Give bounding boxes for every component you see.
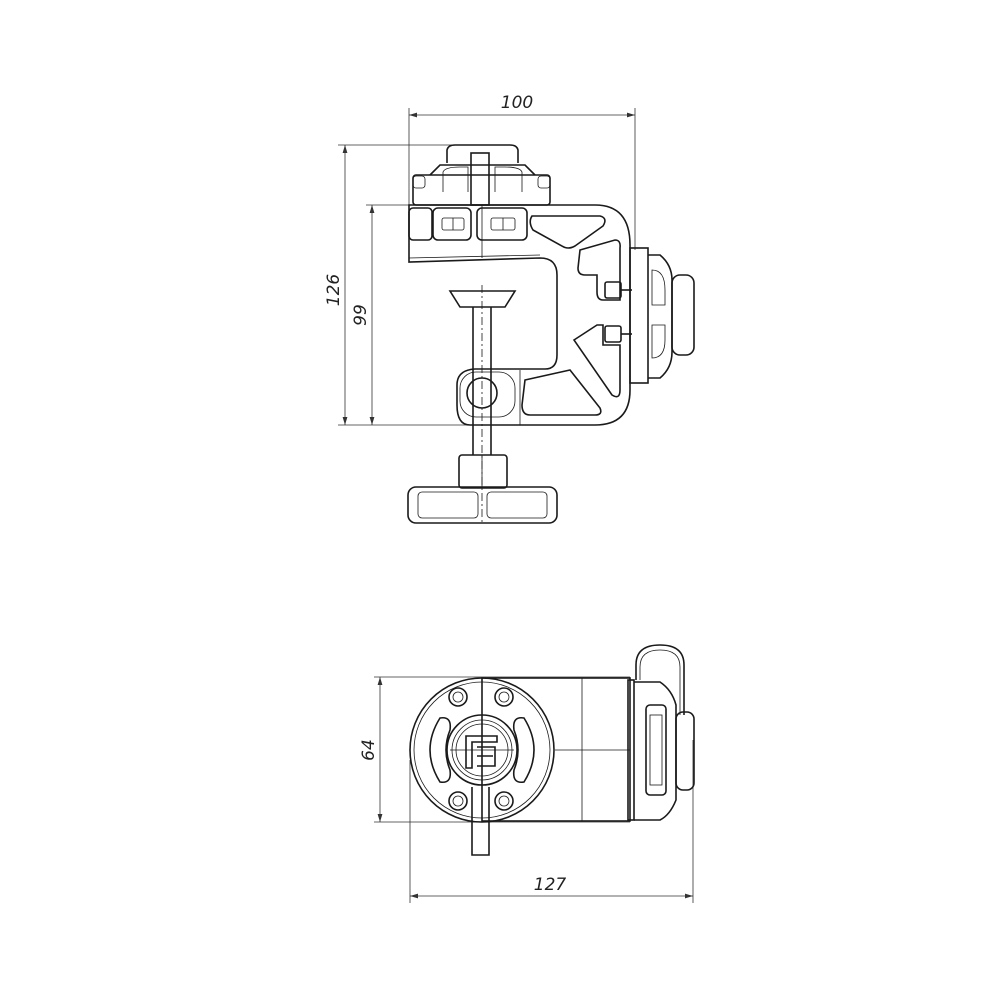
side-mount-top	[634, 644, 695, 821]
dimension-body-height: 99	[351, 204, 410, 425]
dimension-label-depth: 64	[359, 739, 379, 761]
dimension-label-width: 100	[501, 93, 533, 113]
clamp-screw	[448, 285, 517, 525]
clamp-body-top	[481, 677, 635, 822]
dimension-length: 127	[409, 740, 694, 903]
side-mount-disc	[604, 247, 695, 384]
top-view: 64 127	[359, 644, 695, 903]
top-mount-cap	[412, 144, 551, 206]
dimension-total-height: 126	[324, 144, 490, 426]
brand-logo	[465, 735, 498, 769]
dimension-label-total-height: 126	[324, 274, 344, 307]
dimension-label-length: 127	[534, 875, 567, 895]
dimension-depth: 64	[359, 676, 630, 823]
clamp-knob	[407, 454, 558, 524]
mounting-screws	[448, 687, 514, 811]
clamp-body	[408, 204, 631, 426]
dimension-label-body-height: 99	[351, 304, 371, 326]
mount-disc-top	[409, 677, 555, 856]
front-view: 100 126 99	[324, 93, 695, 525]
dimension-width: 100	[408, 93, 636, 250]
